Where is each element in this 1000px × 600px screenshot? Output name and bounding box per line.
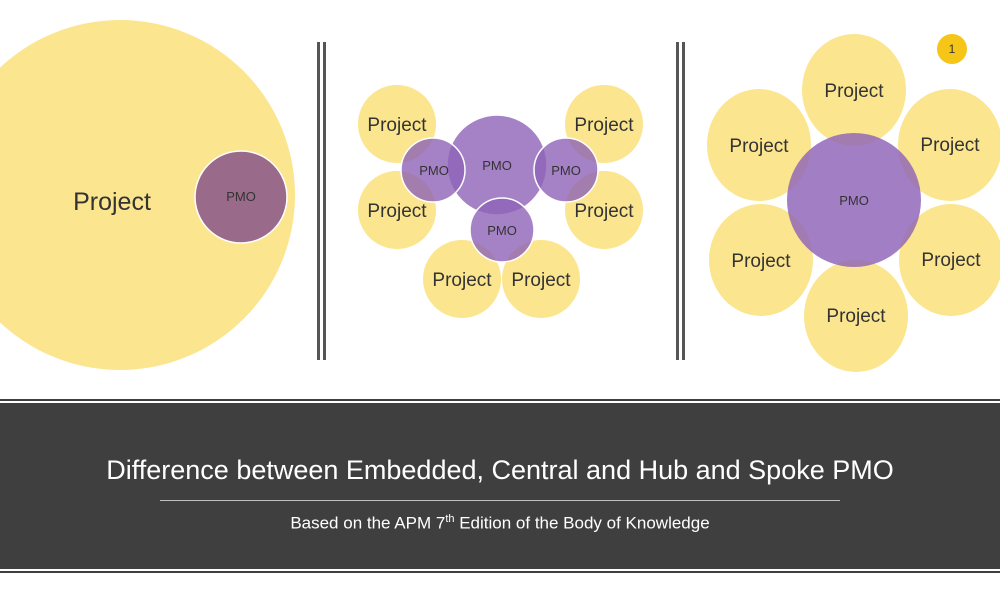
central-project-label: Project (574, 201, 634, 222)
central-project-label: Project (367, 115, 427, 136)
subtitle-post: Edition of the Body of Knowledge (454, 513, 710, 533)
embedded-pmo-group: Project PMO (0, 20, 295, 370)
separator-left (317, 42, 326, 360)
central-project-circle (502, 240, 580, 318)
embedded-pmo-circle (194, 150, 288, 244)
hub-project-circle (707, 89, 811, 201)
central-project-label: Project (574, 115, 634, 136)
central-pmo-label: PMO (419, 163, 449, 178)
central-pmo-bottom-circle (469, 197, 535, 263)
page-number-badge: 1 (937, 34, 967, 64)
central-pmo-group: Project Project Project Project Project … (358, 85, 643, 318)
hub-pmo-label: PMO (839, 193, 869, 208)
hub-project-label: Project (729, 136, 789, 157)
page-number: 1 (948, 42, 956, 56)
subtitle-pre: Based on the APM 7 (290, 513, 446, 533)
central-pmo-label: PMO (482, 158, 512, 173)
hub-project-circle (899, 204, 1000, 316)
central-project-label: Project (367, 201, 427, 222)
hub-project-label: Project (824, 81, 884, 102)
hub-project-circle (804, 260, 908, 372)
central-pmo-label: PMO (487, 223, 517, 238)
central-project-label: Project (432, 270, 492, 291)
central-project-circle (423, 240, 501, 318)
central-pmo-right-circle (533, 137, 599, 203)
hub-project-circle (709, 204, 813, 316)
hub-project-label: Project (921, 250, 981, 271)
hub-project-circle (802, 34, 906, 146)
hub-spoke-pmo-group: Project Project Project Project Project … (707, 34, 1000, 372)
central-pmo-left-circle (400, 137, 466, 203)
hub-project-label: Project (826, 306, 886, 327)
separator-right (676, 42, 685, 360)
subtitle-sup: th (445, 513, 455, 525)
hub-project-label: Project (731, 251, 791, 272)
banner-subtitle: Based on the APM 7th Edition of the Body… (0, 513, 1000, 534)
banner-divider (160, 500, 840, 501)
central-pmo-label: PMO (551, 163, 581, 178)
embedded-project-label: Project (73, 188, 151, 216)
pmo-diagram: Project PMO Project Project Project Proj… (0, 20, 1000, 372)
central-project-label: Project (511, 270, 571, 291)
banner-top-rule (0, 399, 1000, 401)
hub-project-circle (898, 89, 1000, 201)
hub-pmo-circle (787, 133, 921, 267)
banner-bottom-rule (0, 571, 1000, 573)
hub-project-label: Project (920, 135, 980, 156)
embedded-project-circle (0, 20, 295, 370)
banner-title: Difference between Embedded, Central and… (106, 455, 894, 485)
title-banner (0, 403, 1000, 569)
embedded-pmo-label: PMO (226, 189, 256, 204)
